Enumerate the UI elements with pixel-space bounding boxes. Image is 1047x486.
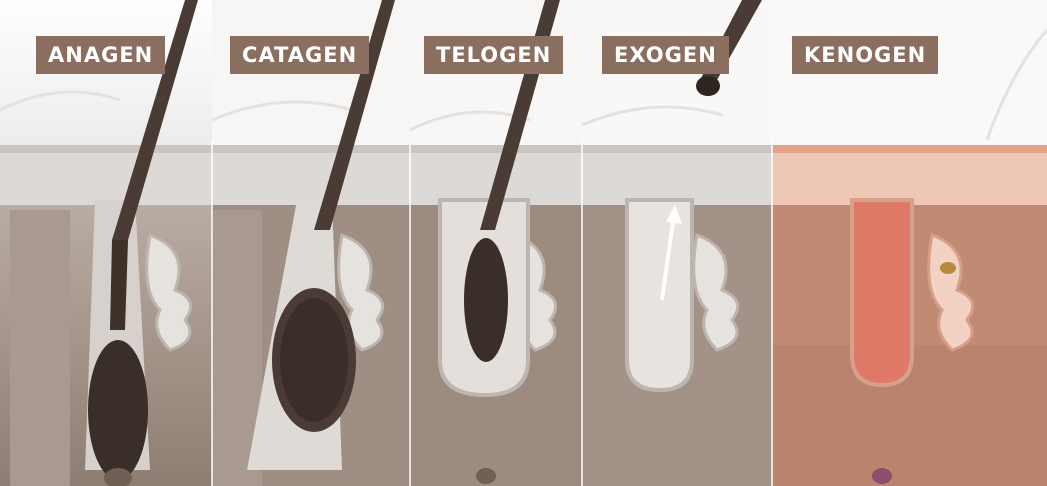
panel-anagen: ANAGEN <box>0 0 212 486</box>
phase-label-catagen: CATAGEN <box>230 36 369 74</box>
panel-divider <box>581 140 583 486</box>
panel-divider <box>409 140 411 486</box>
panel-divider <box>771 140 773 486</box>
phase-label-anagen: ANAGEN <box>36 36 165 74</box>
phase-label-kenogen: KENOGEN <box>792 36 938 74</box>
panel-exogen: EXOGEN <box>582 0 772 486</box>
panel-divider <box>211 140 213 486</box>
panel-telogen: TELOGEN <box>410 0 582 486</box>
panel-catagen: CATAGEN <box>212 0 410 486</box>
panel-kenogen: KENOGEN <box>772 0 1047 486</box>
phase-label-telogen: TELOGEN <box>424 36 563 74</box>
phase-label-exogen: EXOGEN <box>602 36 729 74</box>
